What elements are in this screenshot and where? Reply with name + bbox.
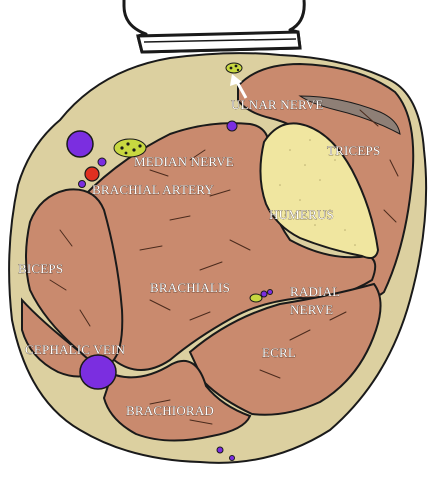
basilic-vein <box>67 131 93 157</box>
label-cephalic-vein: CEPHALIC VEIN <box>25 342 126 357</box>
cephalic-vein <box>80 355 116 389</box>
label-biceps: BICEPS <box>18 261 63 276</box>
label-radial-nerve-line2: NERVE <box>290 302 333 317</box>
small-vein-top <box>227 121 237 131</box>
label-brachial-artery: BRACHIAL ARTERY <box>92 182 214 197</box>
ulnar-nerve-structure <box>226 63 242 73</box>
label-triceps: TRICEPS <box>327 143 380 158</box>
ultrasound-probe-icon <box>124 0 304 52</box>
small-vein-bottom-1 <box>217 447 223 453</box>
small-vein-bottom-2 <box>230 456 235 461</box>
label-humerus: HUMERUS <box>269 207 334 222</box>
label-ecrl: ECRL <box>262 345 296 360</box>
label-radial-nerve-line1: RADIAL <box>290 284 340 299</box>
label-brachiorad: BRACHIORAD <box>126 403 214 418</box>
label-brachialis: BRACHIALIS <box>150 280 230 295</box>
label-median-nerve: MEDIAN NERVE <box>134 154 234 169</box>
label-ulnar-nerve: ULNAR NERVE <box>231 97 324 112</box>
